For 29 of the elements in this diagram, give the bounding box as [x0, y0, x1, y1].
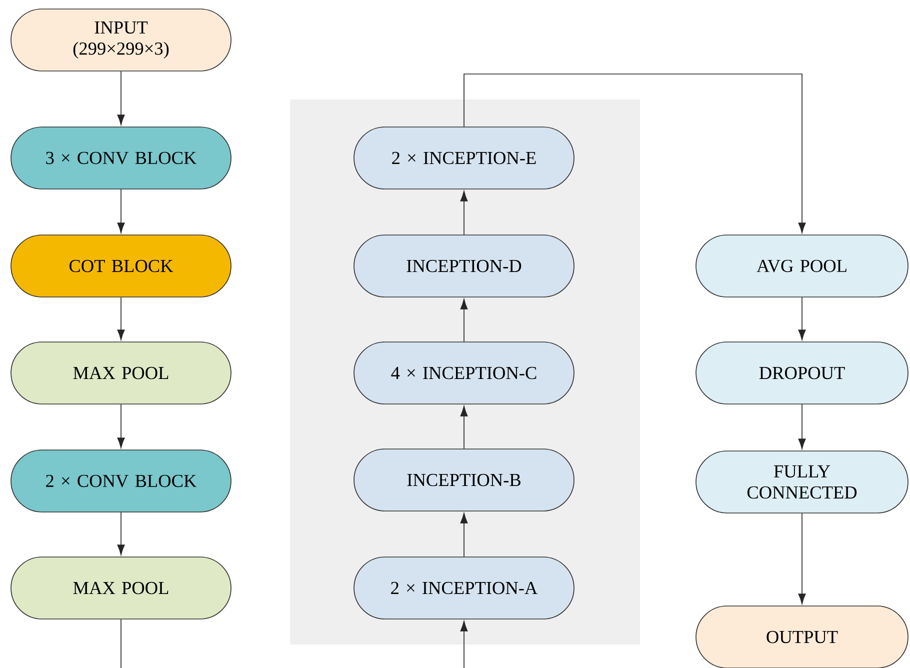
inception-box: INCEPTION-B: [354, 448, 574, 512]
inception-box: 4 × INCEPTION-C: [354, 342, 574, 404]
arrow: [117, 297, 125, 340]
arrow: [460, 190, 468, 235]
inception-box: 2 × INCEPTION-E: [354, 126, 574, 190]
arrow: [798, 297, 806, 340]
arrow: [798, 513, 806, 604]
process-box: FULLY CONNECTED: [696, 450, 908, 514]
process-box: OUTPUT: [696, 606, 908, 668]
process-box: MAX POOL: [10, 556, 232, 620]
process-box: INPUT (299×299×3): [10, 8, 232, 72]
arrow: [117, 189, 125, 234]
arrow: [460, 298, 468, 342]
process-box: DROPOUT: [696, 342, 908, 404]
process-box: 2 × CONV BLOCK: [10, 450, 232, 512]
arrow: [464, 74, 806, 234]
arrow: [117, 404, 125, 448]
arrow: [117, 71, 125, 126]
process-box: 3 × CONV BLOCK: [10, 126, 232, 190]
inception-box: INCEPTION-D: [354, 234, 574, 298]
arrow: [798, 404, 806, 450]
arrow: [117, 512, 125, 556]
process-box: COT BLOCK: [10, 234, 232, 298]
arrow: [460, 620, 468, 668]
arrow: [460, 406, 468, 449]
process-box: AVG POOL: [696, 234, 908, 298]
inception-box: 2 × INCEPTION-A: [354, 556, 574, 620]
arrow: [460, 512, 468, 557]
process-box: MAX POOL: [10, 342, 232, 404]
